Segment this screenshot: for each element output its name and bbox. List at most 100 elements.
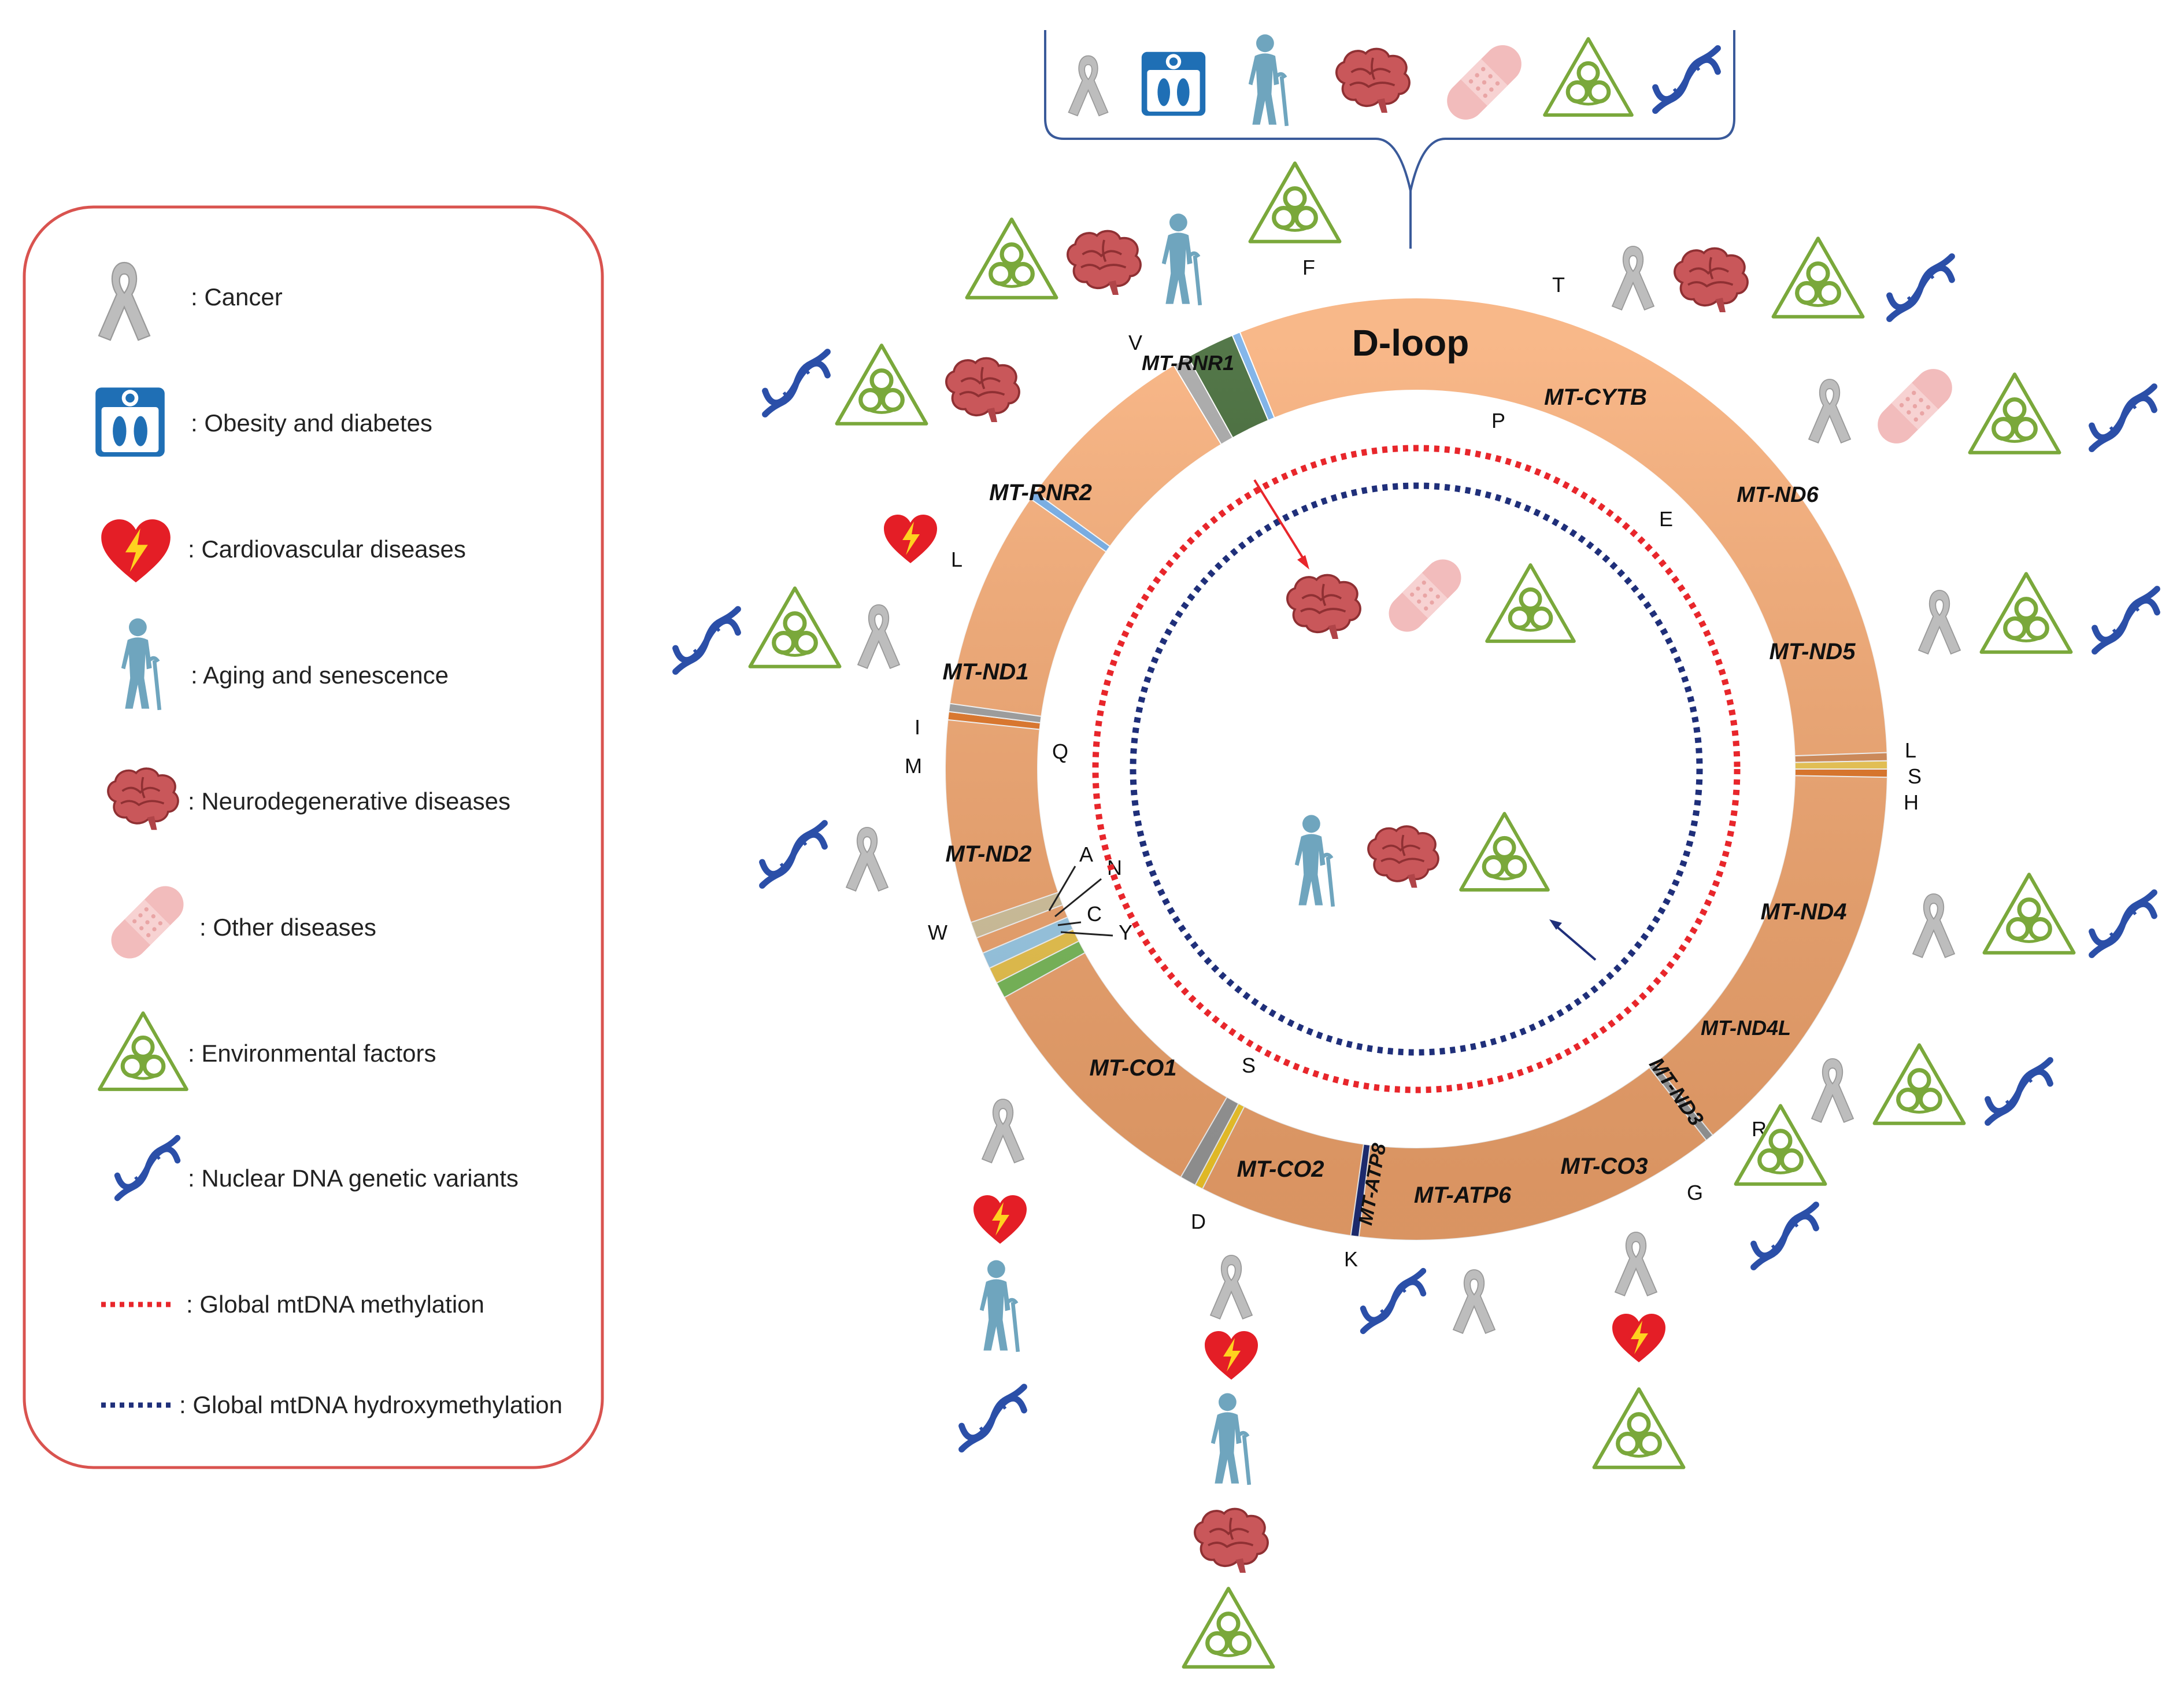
elderly-person-icon	[980, 1260, 1018, 1351]
biohazard-icon	[1982, 574, 2071, 652]
hydroxymethylation-arrowhead	[1549, 919, 1562, 930]
gene-label-mt-nd2: MT-ND2	[946, 841, 1032, 867]
biohazard-icon	[1250, 163, 1340, 241]
brain-icon	[1674, 247, 1749, 313]
heart-icon	[1205, 1331, 1258, 1380]
brain-icon	[1286, 574, 1361, 640]
ring-shading	[945, 298, 1887, 1240]
cancer-ribbon-icon	[982, 1099, 1024, 1163]
cancer-ribbon-icon	[857, 604, 900, 669]
gene-label-mt-nd1: MT-ND1	[943, 659, 1029, 685]
trna-leader-line	[1057, 921, 1082, 926]
trna-label: V	[1128, 331, 1142, 354]
cancer-ribbon-icon	[1808, 379, 1851, 443]
gene-label-mt-nd4l: MT-ND4L	[1701, 1016, 1791, 1040]
dna-icon	[2092, 387, 2155, 449]
hydroxymethylation-circle	[1130, 482, 1703, 1056]
dna-icon	[2092, 893, 2155, 955]
biohazard-icon	[1875, 1045, 1964, 1123]
dna-icon	[1890, 257, 1952, 319]
legend-label-hydroxymethylation: : Global mtDNA hydroxymethylation	[179, 1391, 562, 1418]
dna-icon	[2095, 589, 2157, 652]
bandage-icon	[1439, 37, 1530, 128]
mtdna-ring: D-loopMT-CYTBMT-ND6MT-ND5MT-ND4MT-ND4LMT…	[905, 256, 1922, 1271]
trna-label: T	[1552, 273, 1565, 297]
heart-icon	[1612, 1314, 1665, 1362]
biohazard-icon	[1545, 39, 1632, 115]
trna-label: L	[1905, 738, 1916, 762]
cancer-ribbon-icon	[1210, 1255, 1253, 1320]
cancer-ribbon-icon	[1811, 1058, 1854, 1123]
bandage-icon	[1870, 361, 1960, 452]
bandage-icon	[1381, 552, 1469, 640]
gene-label-mt-rnr2: MT-RNR2	[989, 480, 1092, 505]
legend-label-dna: : Nuclear DNA genetic variants	[188, 1165, 519, 1192]
trna-label: Q	[1052, 740, 1068, 763]
trna-label: H	[1904, 790, 1919, 814]
trna-label: E	[1659, 507, 1673, 531]
brain-icon	[1367, 825, 1439, 889]
trna-label: K	[1344, 1247, 1358, 1271]
gene-label-mt-nd6: MT-ND6	[1737, 483, 1819, 507]
elderly-person-icon	[1162, 213, 1200, 305]
trna-label: Y	[1119, 921, 1132, 944]
cancer-ribbon-icon	[1612, 246, 1654, 311]
cancer-ribbon-icon	[1068, 55, 1109, 117]
trna-label: F	[1302, 256, 1315, 279]
biohazard-icon	[837, 345, 927, 423]
methylation-arrowhead	[1297, 555, 1309, 570]
trna-label: A	[1079, 842, 1093, 866]
trna-label: C	[1087, 902, 1102, 926]
biohazard-icon	[1487, 565, 1574, 641]
heart-icon	[973, 1195, 1027, 1244]
trna-label: D	[1191, 1210, 1206, 1233]
gene-label-mt-co2: MT-CO2	[1237, 1156, 1324, 1182]
elderly-person-icon	[1249, 34, 1287, 125]
trna-label: S	[1908, 764, 1922, 788]
legend-label-neurodegenerative: : Neurodegenerative diseases	[188, 788, 510, 815]
cancer-ribbon-icon	[1918, 590, 1961, 655]
methylation-circle	[1092, 445, 1741, 1093]
trna-leader-line	[1048, 866, 1076, 911]
trna-label: S	[1242, 1054, 1256, 1077]
trna-leader-line	[1054, 878, 1102, 918]
trna-leader-line	[1060, 931, 1113, 937]
trna-label: G	[1687, 1181, 1703, 1204]
legend-label-methylation: : Global mtDNA methylation	[186, 1291, 484, 1318]
brain-icon	[945, 357, 1020, 423]
gene-label-mt-co3: MT-CO3	[1560, 1154, 1648, 1179]
cancer-ribbon-icon	[846, 827, 889, 892]
dna-icon	[762, 823, 825, 886]
dna-icon	[962, 1387, 1024, 1450]
biohazard-icon	[967, 219, 1057, 297]
gene-label-mt-co1: MT-CO1	[1089, 1055, 1176, 1081]
dna-icon	[765, 352, 828, 415]
top-bracket	[1044, 30, 1735, 249]
heart-icon	[884, 515, 937, 563]
brain-icon	[1335, 47, 1411, 114]
cancer-ribbon-icon	[1912, 893, 1955, 958]
dna-icon	[676, 609, 738, 672]
hydroxymethylation-arrow	[1554, 924, 1597, 961]
biohazard-icon	[1184, 1588, 1274, 1666]
gene-label-mt-nd4: MT-ND4	[1761, 899, 1847, 925]
trna-label: W	[928, 921, 947, 944]
biohazard-icon	[1985, 874, 2074, 952]
trna-label: P	[1491, 409, 1505, 433]
dloop-label: D-loop	[1352, 322, 1469, 364]
legend-label-environmental: : Environmental factors	[188, 1040, 436, 1067]
gene-label-mt-rnr1: MT-RNR1	[1142, 351, 1234, 375]
gene-label-mt-nd5: MT-ND5	[1770, 639, 1856, 664]
legend-label-cardiovascular: : Cardiovascular diseases	[188, 535, 466, 563]
biohazard-icon	[1594, 1389, 1684, 1467]
biohazard-icon	[1970, 374, 2060, 452]
dna-icon	[1754, 1205, 1816, 1267]
dna-icon	[1363, 1271, 1423, 1331]
scale-icon	[1141, 51, 1206, 116]
legend-label-aging: : Aging and senescence	[191, 661, 449, 689]
elderly-person-icon	[1295, 815, 1333, 906]
cancer-ribbon-icon	[1615, 1232, 1657, 1296]
trna-label: I	[915, 715, 920, 739]
brain-icon	[1194, 1507, 1269, 1574]
